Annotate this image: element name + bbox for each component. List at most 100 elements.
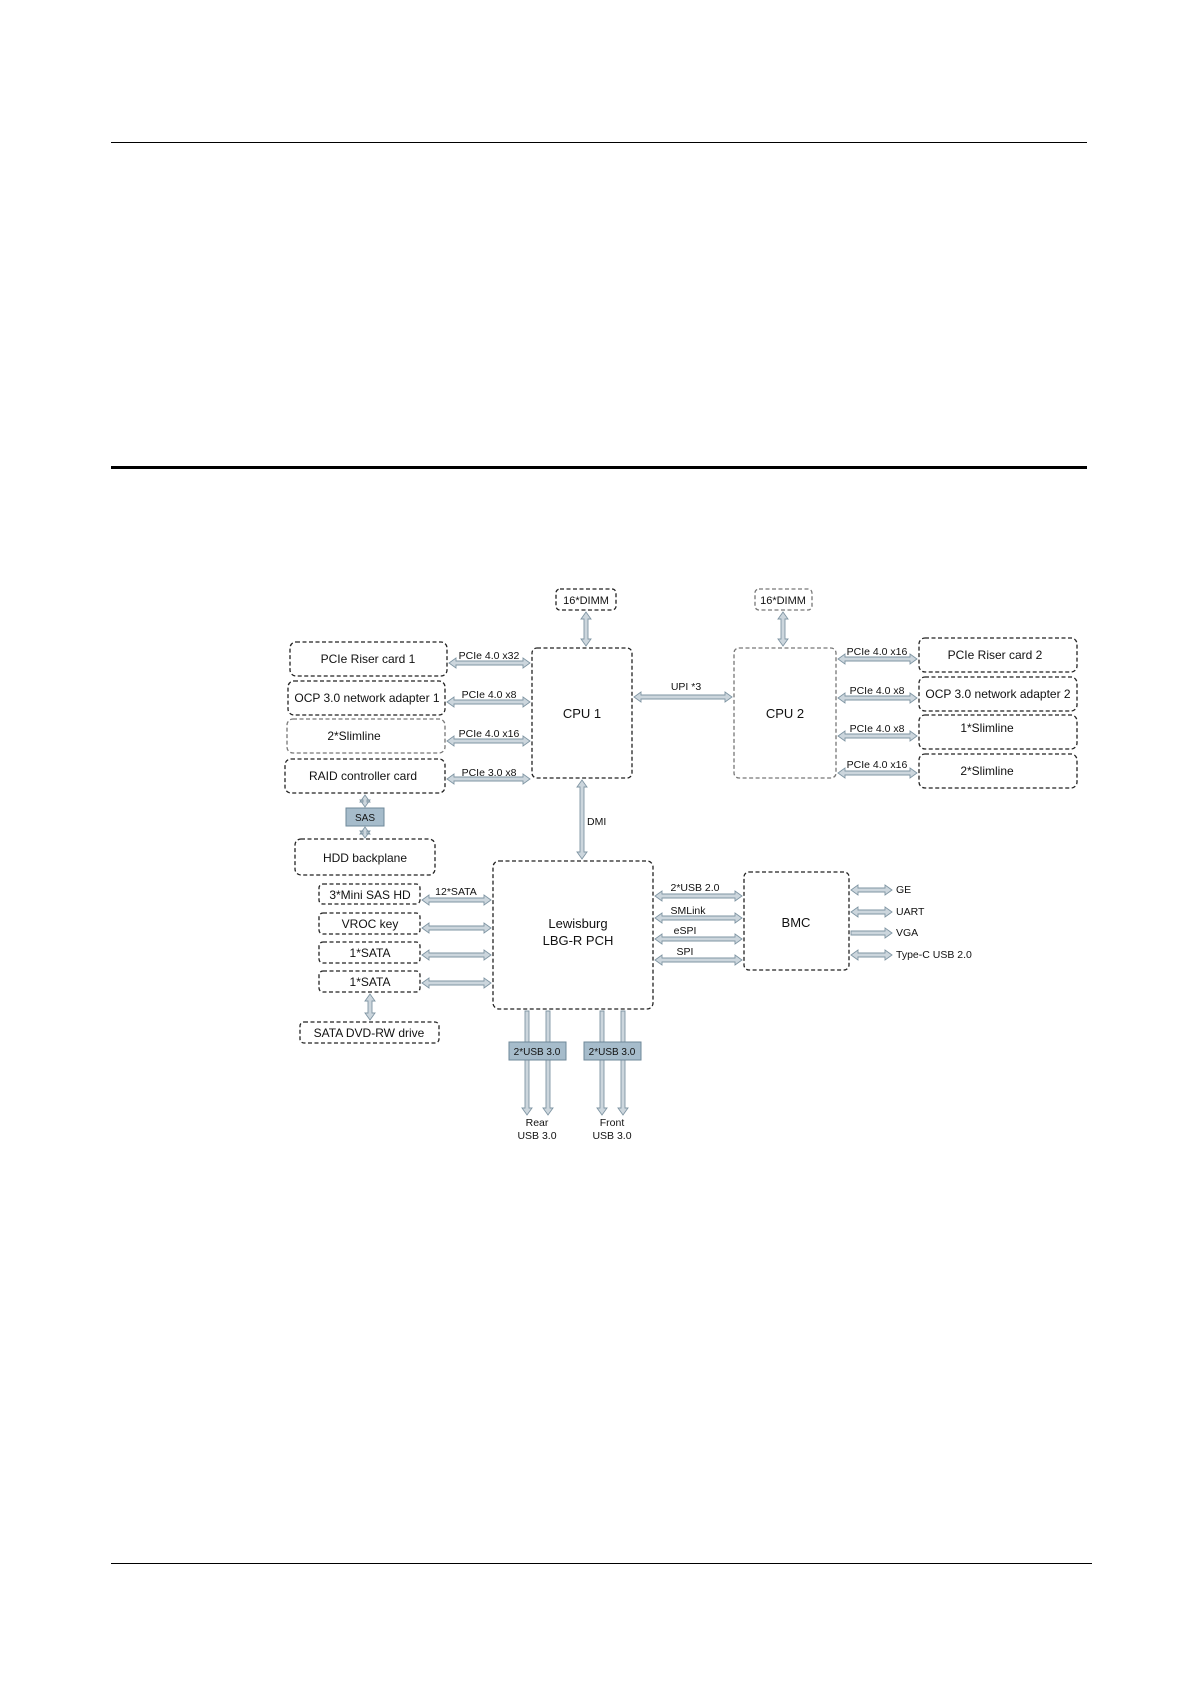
ocp-adapter-1-label: OCP 3.0 network adapter 1 xyxy=(294,691,440,705)
cpu1-box xyxy=(531,647,633,779)
arrow-bmc-ge xyxy=(850,884,893,896)
arrow-sata-2 xyxy=(421,977,492,989)
vroc-key-label: VROC key xyxy=(342,917,399,931)
slimline-right-1-box xyxy=(918,714,1078,750)
sata-1-label: 1*SATA xyxy=(350,946,391,960)
pch-label-line1: Lewisburg xyxy=(548,916,607,931)
arrow-ocp-1 xyxy=(446,696,531,708)
usb-front-tag-label: 2*USB 3.0 xyxy=(589,1047,636,1058)
cpu2-label: CPU 2 xyxy=(766,706,804,721)
slimline-right-1-label: 1*Slimline xyxy=(960,721,1014,735)
dmi-label: DMI xyxy=(587,816,606,828)
arrow-dimm1 xyxy=(580,611,592,647)
arrow-pch-bmc-smlink xyxy=(654,912,743,924)
section-rule xyxy=(111,466,1087,469)
slimline-right-2-label: 2*Slimline xyxy=(960,764,1014,778)
dimm1-box xyxy=(555,588,617,611)
arrow-dmi xyxy=(576,779,588,860)
arrow-sata-dvd xyxy=(364,993,376,1021)
dimm1-label: 16*DIMM xyxy=(563,595,609,607)
sas-tag xyxy=(345,807,385,827)
dvd-drive-box xyxy=(299,1021,440,1044)
mini-sas-label: 3*Mini SAS HD xyxy=(329,888,411,902)
link-label-mini-sas: 12*SATA xyxy=(435,886,477,898)
raid-controller-label: RAID controller card xyxy=(309,769,417,783)
rear-usb-label-line1: Rear xyxy=(526,1117,549,1129)
pcie-riser-card-2-label: PCIe Riser card 2 xyxy=(948,648,1043,662)
raid-controller-box xyxy=(284,758,446,794)
arrow-raid xyxy=(446,773,531,785)
link-label-slimline-left: PCIe 4.0 x16 xyxy=(459,728,520,740)
mini-sas-box xyxy=(318,883,421,905)
usb-rear-tag-label: 2*USB 3.0 xyxy=(514,1047,561,1058)
pch-box xyxy=(492,860,654,1010)
header-rule xyxy=(111,142,1087,143)
sata-2-label: 1*SATA xyxy=(350,975,391,989)
arrow-vroc xyxy=(421,922,492,934)
pcie-riser-card-2-box xyxy=(918,637,1078,673)
pch-bmc-espi-label: eSPI xyxy=(674,925,697,937)
slimline-right-2-box xyxy=(918,753,1078,789)
slimline-left-label: 2*Slimline xyxy=(327,729,381,743)
arrow-sas-hdd xyxy=(359,826,371,839)
arrow-usb-rear-2 xyxy=(542,1010,554,1116)
link-label-slimline-right-2: PCIe 4.0 x16 xyxy=(847,759,908,771)
arrow-slimline-right-1 xyxy=(837,730,918,742)
arrow-sata-1 xyxy=(421,949,492,961)
sata-2-box xyxy=(318,970,421,993)
pch-bmc-smlink-label: SMLink xyxy=(670,905,706,917)
arrow-ocp-2 xyxy=(837,692,918,704)
front-usb-label-line1: Front xyxy=(600,1117,625,1129)
arrow-bmc-typec xyxy=(850,949,893,961)
arrow-slimline-right-2 xyxy=(837,767,918,779)
arrow-pcie-riser-2 xyxy=(837,653,918,665)
pch-bmc-usb-label: 2*USB 2.0 xyxy=(670,882,719,894)
arrow-pch-bmc-spi xyxy=(654,954,743,966)
dvd-drive-label: SATA DVD-RW drive xyxy=(314,1026,425,1040)
arrow-pch-bmc-usb xyxy=(654,890,743,902)
arrow-usb-front-2 xyxy=(617,1010,629,1116)
bmc-ge-label: GE xyxy=(896,884,911,896)
pch-label-line2: LBG-R PCH xyxy=(543,933,614,948)
arrow-dimm2 xyxy=(777,611,789,647)
bmc-box xyxy=(743,871,850,971)
vroc-key-box xyxy=(318,912,421,935)
front-usb-label-line2: USB 3.0 xyxy=(592,1130,631,1142)
sas-tag-label: SAS xyxy=(355,813,375,824)
link-label-ocp-1: PCIe 4.0 x8 xyxy=(462,689,517,701)
link-label-pcie-riser-2: PCIe 4.0 x16 xyxy=(847,646,908,658)
usb-front-tag xyxy=(583,1041,642,1061)
link-label-pcie-riser-1: PCIe 4.0 x32 xyxy=(459,650,520,662)
bmc-typec-label: Type-C USB 2.0 xyxy=(896,949,972,961)
slimline-left-box xyxy=(286,718,446,754)
dimm2-label: 16*DIMM xyxy=(760,595,806,607)
ocp-adapter-2-box xyxy=(918,676,1078,712)
ocp-adapter-1-box xyxy=(287,680,446,716)
hdd-backplane-box xyxy=(294,838,436,876)
cpu1-label: CPU 1 xyxy=(563,706,601,721)
rear-usb-label-line2: USB 3.0 xyxy=(517,1130,556,1142)
bmc-vga-label: VGA xyxy=(896,927,918,939)
arrow-bmc-uart xyxy=(850,906,893,918)
pch-bmc-spi-label: SPI xyxy=(677,946,694,958)
arrow-usb-rear-1 xyxy=(521,1010,533,1116)
arrow-pch-bmc-espi xyxy=(654,933,743,945)
bmc-label: BMC xyxy=(782,915,811,930)
arrow-upi xyxy=(633,691,733,703)
footer-rule xyxy=(111,1563,1092,1564)
connection-arrows xyxy=(359,611,918,1116)
arrow-mini-sas xyxy=(421,894,492,906)
arrow-raid-sas xyxy=(359,794,371,808)
hdd-backplane-label: HDD backplane xyxy=(323,851,407,865)
link-label-slimline-right-1: PCIe 4.0 x8 xyxy=(850,723,905,735)
arrow-usb-front-1 xyxy=(596,1010,608,1116)
link-label-raid: PCIe 3.0 x8 xyxy=(462,767,517,779)
usb-rear-tag xyxy=(508,1041,567,1061)
ocp-adapter-2-label: OCP 3.0 network adapter 2 xyxy=(925,687,1071,701)
pcie-riser-card-1-label: PCIe Riser card 1 xyxy=(321,652,416,666)
sata-1-box xyxy=(318,941,421,964)
cpu2-box xyxy=(733,647,837,779)
arrow-bmc-vga xyxy=(850,927,893,939)
link-label-ocp-2: PCIe 4.0 x8 xyxy=(850,685,905,697)
